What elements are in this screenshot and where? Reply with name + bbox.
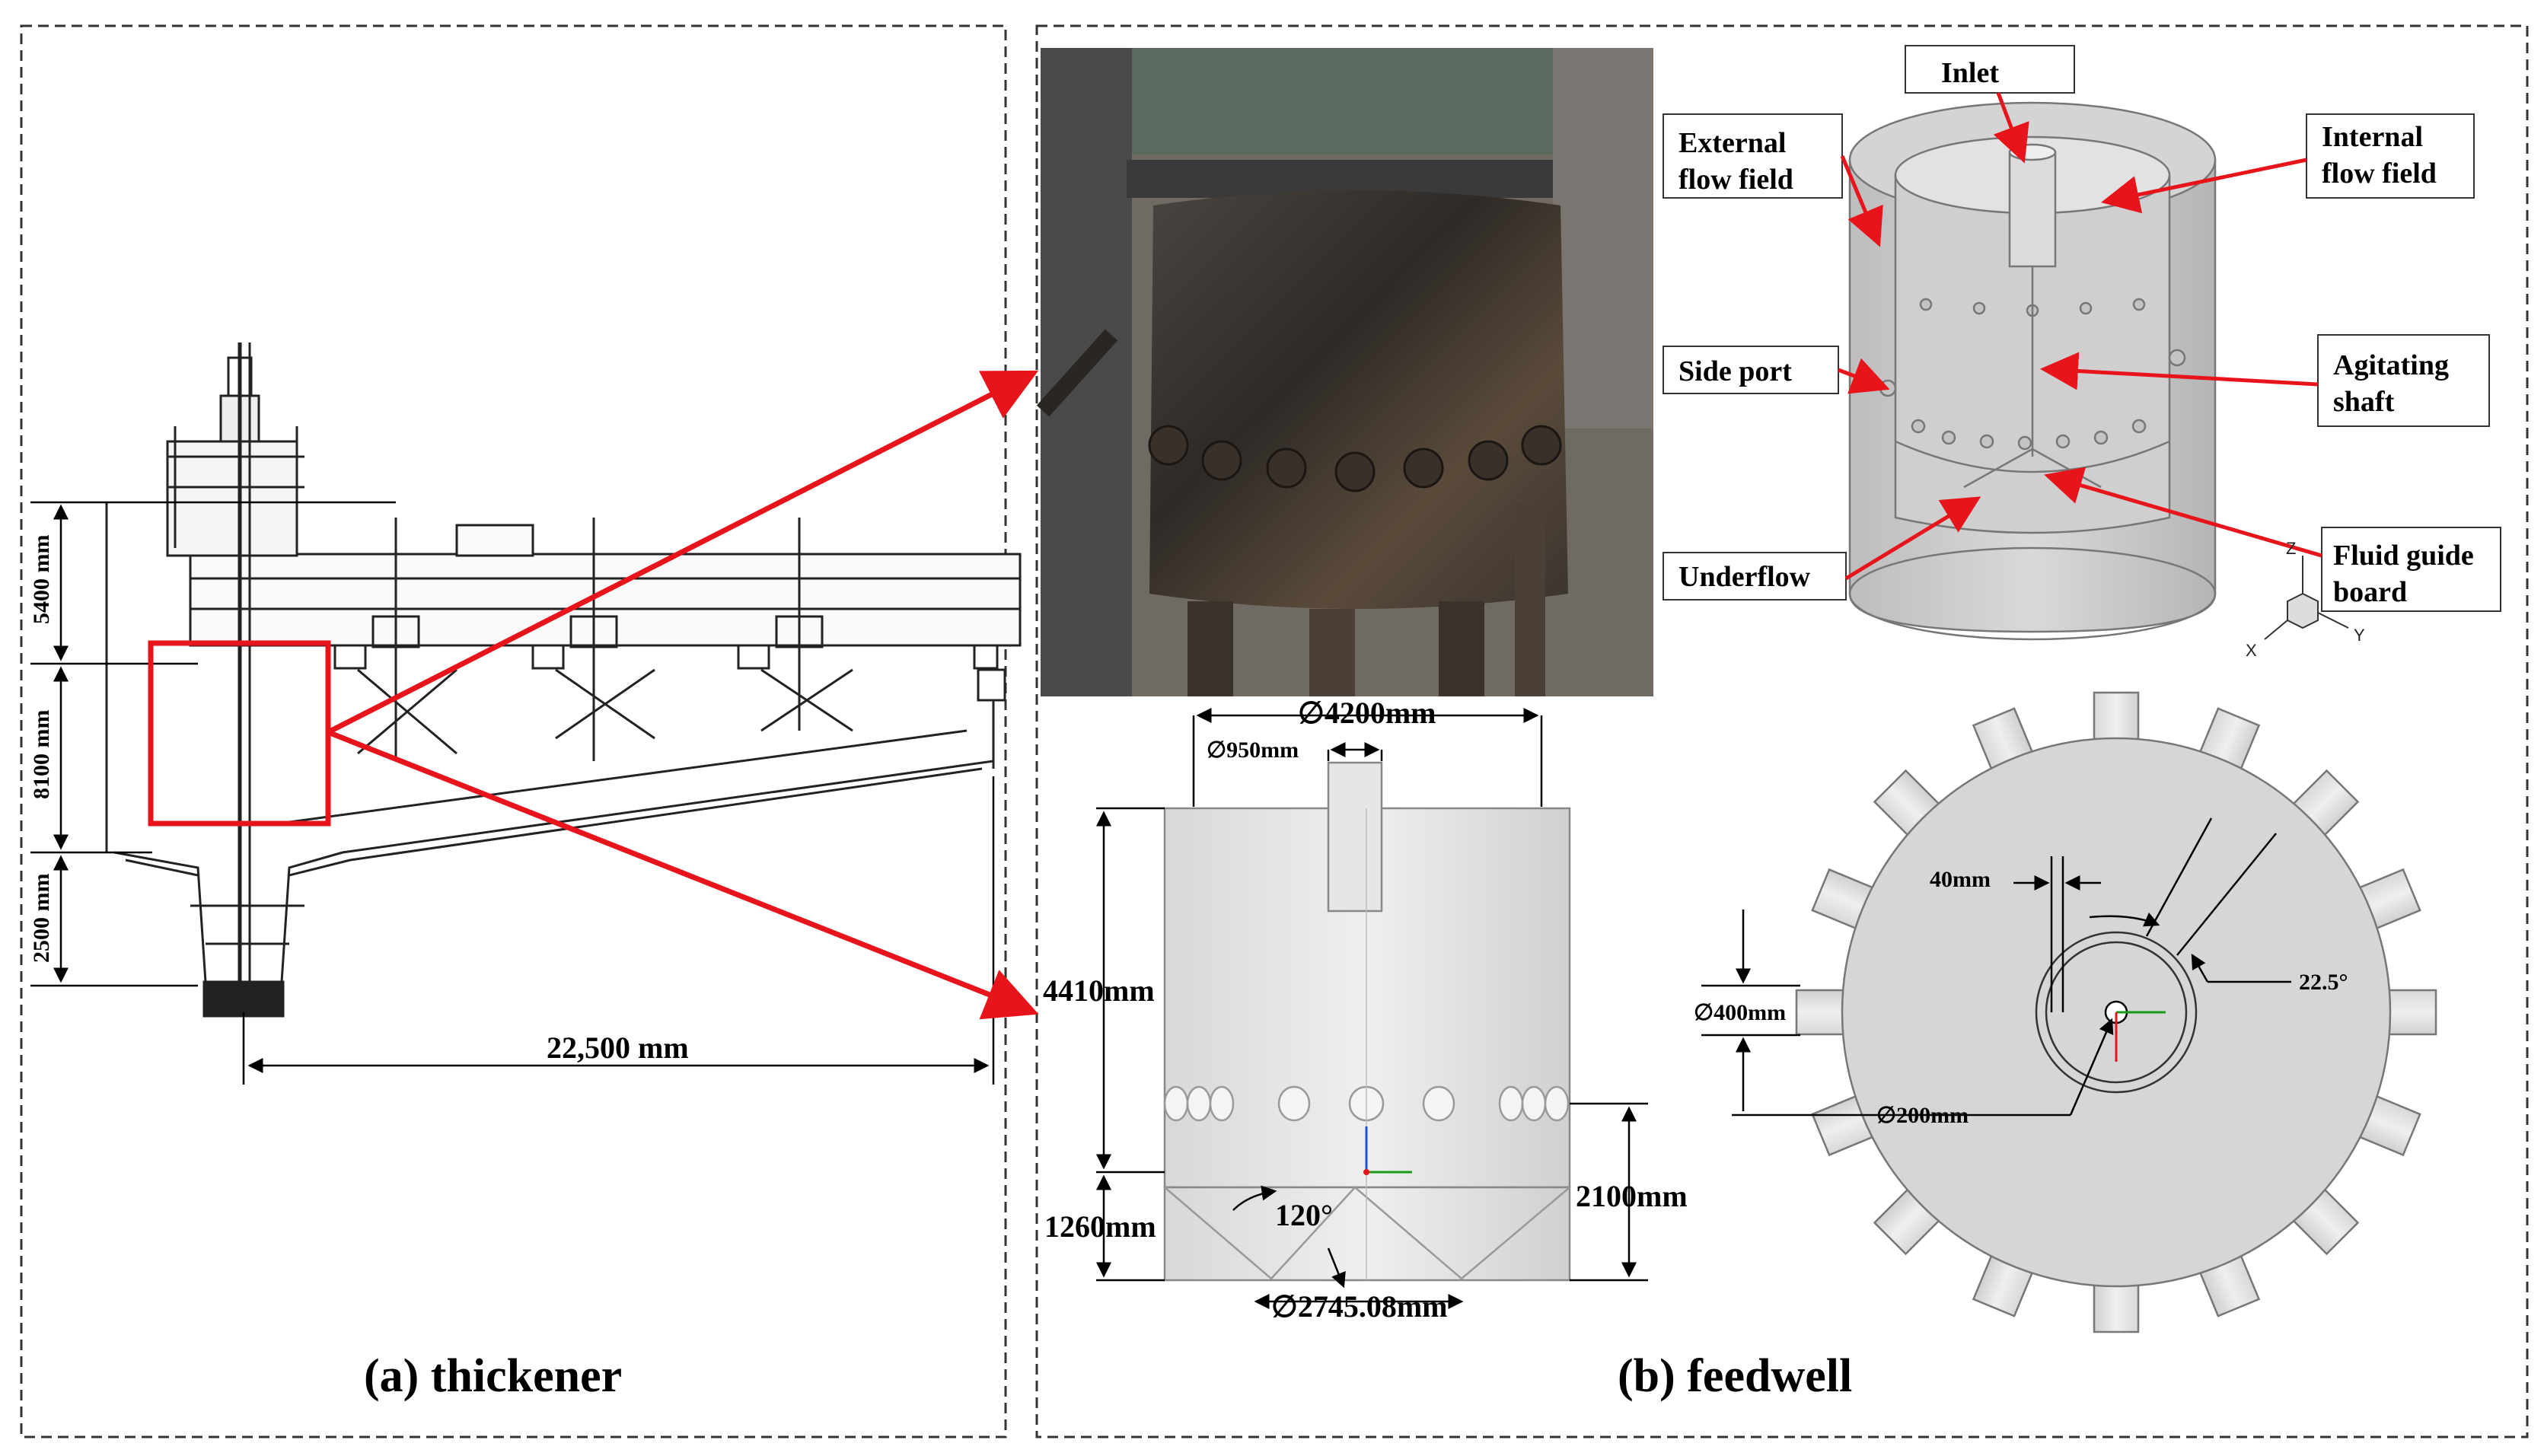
- dim-cone-angle: 120°: [1275, 1198, 1333, 1232]
- label-guide-2: board: [2333, 576, 2407, 608]
- dim-height-cone: 1260mm: [1044, 1209, 1156, 1244]
- label-guide-1: Fluid guide: [2333, 540, 2474, 572]
- feedwell-photo: [1036, 48, 1653, 696]
- label-agitating-1: Agitating: [2333, 349, 2449, 381]
- label-side-port: Side port: [1678, 355, 1792, 387]
- feedwell-3d-model: [1848, 101, 2217, 641]
- top-view-axes: [2115, 1011, 2166, 1062]
- axis-z-label: Z: [2286, 539, 2296, 558]
- side-view-dimensions: [1096, 708, 1648, 1309]
- dim-shaft-diameter: ∅200mm: [1876, 1103, 1969, 1128]
- dim-angle: 22.5°: [2299, 970, 2348, 995]
- axis-triad: [2264, 556, 2349, 640]
- label-external-2: flow field: [1678, 164, 1793, 196]
- dim-upper: 5400 mm: [29, 535, 54, 624]
- dim-middle: 8100 mm: [29, 710, 54, 799]
- axis-y-label: Y: [2354, 626, 2365, 645]
- connector-arrow-lower: [327, 729, 1039, 1020]
- model-label-arrows: [1838, 92, 2322, 581]
- thickener-drawing: [105, 342, 1022, 1018]
- label-external-1: External: [1678, 127, 1786, 159]
- dim-radius: 22,500 mm: [547, 1031, 689, 1065]
- side-view-axes: [1363, 1126, 1412, 1175]
- dim-outer-diameter: ∅4200mm: [1298, 696, 1436, 730]
- label-internal-1: Internal: [2322, 121, 2423, 153]
- feedwell-side-view: [1163, 761, 1571, 1282]
- dim-height-ports: 2100mm: [1576, 1179, 1688, 1213]
- panel-b-frame: [1035, 24, 2529, 1438]
- thickener-dimensions: [30, 501, 995, 1085]
- dim-height-total: 4410mm: [1043, 973, 1155, 1008]
- dim-bottom-diameter: ∅2745.08mm: [1271, 1289, 1447, 1324]
- model-label-boxes: [1663, 45, 2501, 612]
- dim-port-diameter: ∅400mm: [1694, 1000, 1786, 1025]
- connector-arrow-upper: [327, 370, 1039, 735]
- dim-inlet-diameter: ∅950mm: [1207, 738, 1299, 763]
- caption-a: (a) thickener: [364, 1350, 622, 1402]
- label-agitating-2: shaft: [2333, 386, 2395, 418]
- label-internal-2: flow field: [2322, 158, 2437, 190]
- top-view-details: [1701, 817, 2291, 1117]
- label-underflow: Underflow: [1678, 561, 1811, 593]
- dim-gap: 40mm: [1930, 867, 1991, 892]
- axis-x-label: X: [2246, 641, 2257, 660]
- side-port-pipe: [2093, 1277, 2140, 1333]
- caption-b: (b) feedwell: [1618, 1350, 1852, 1402]
- dim-lower: 2500 mm: [29, 874, 54, 963]
- label-inlet: Inlet: [1941, 57, 1999, 89]
- panel-a-frame: [20, 24, 1007, 1438]
